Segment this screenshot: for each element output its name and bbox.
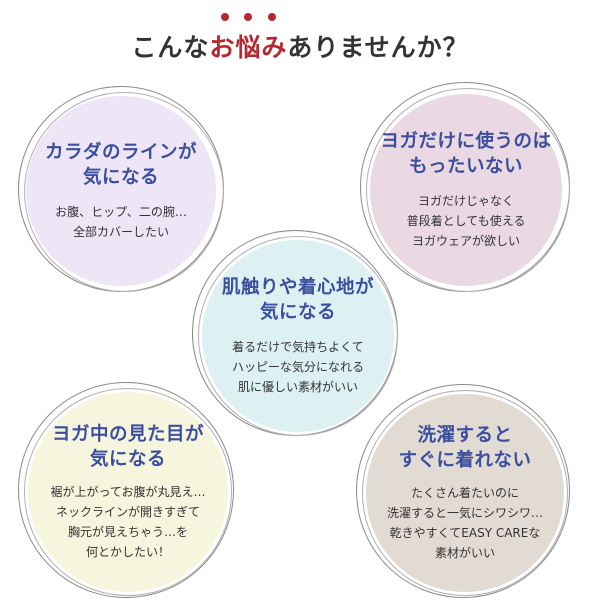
title-prefix: こんな <box>131 33 210 62</box>
concern-circle-versatility: ヨガだけに使うのは もったいない ヨガだけじゃなく 普段着としても使える ヨガウ… <box>370 94 562 286</box>
concern-heading: ヨガ中の見た目が 気になる <box>51 424 204 470</box>
circle-outline <box>362 390 568 596</box>
circle-outline <box>24 92 224 292</box>
concern-text: 着るだけで気持ちよくて ハッピーな気分になれる 肌に優しい素材がいい <box>231 340 364 394</box>
circle-outline <box>18 382 234 598</box>
concern-heading: 洗濯すると すぐに着れない <box>398 425 532 471</box>
concern-circle-comfort: 肌触りや着心地が 気になる 着るだけで気持ちよくて ハッピーな気分になれる 肌に… <box>202 240 394 432</box>
emphasis-dot <box>244 13 253 21</box>
emphasis-dot <box>221 13 230 21</box>
title-accent-text: お悩み <box>209 33 288 62</box>
concern-heading: ヨガだけに使うのは もったいない <box>380 131 552 177</box>
concern-circle-appearance: ヨガ中の見た目が 気になる 裾が上がってお腹が丸見え… ネックラインが開きすぎて… <box>28 392 228 592</box>
concern-text: ヨガだけじゃなく 普段着としても使える ヨガウェアが欲しい <box>406 194 526 248</box>
emphasis-dots <box>209 13 287 21</box>
concern-heading: 肌触りや着心地が 気になる <box>221 277 374 323</box>
title-suffix: ありませんか？ <box>287 33 469 62</box>
concern-text: 裾が上がってお腹が丸見え… ネックラインが開きすぎて 胸元が見えちゃう…を 何と… <box>50 485 206 559</box>
emphasis-dot <box>267 13 276 21</box>
circle-outline <box>366 88 570 292</box>
concern-circle-laundry: 洗濯すると すぐに着れない たくさん着たいのに 洗濯すると一気にシワシワ… 乾き… <box>366 394 564 592</box>
concern-text: お腹、ヒップ、二の腕… 全部カバーしたい <box>55 205 187 239</box>
page-title: こんなお悩みありませんか？ <box>0 13 600 64</box>
title-accent: お悩み <box>209 13 288 64</box>
circle-outline <box>24 388 232 596</box>
concern-heading: カラダのラインが 気になる <box>44 142 197 188</box>
concern-text: たくさん着たいのに 洗濯すると一気にシワシワ… 乾きやすくてEASY CAREな… <box>386 486 543 560</box>
concern-circle-body-line: カラダのラインが 気になる お腹、ヒップ、二の腕… 全部カバーしたい <box>26 96 216 286</box>
circle-outline <box>356 384 570 598</box>
circle-outline <box>198 236 398 436</box>
